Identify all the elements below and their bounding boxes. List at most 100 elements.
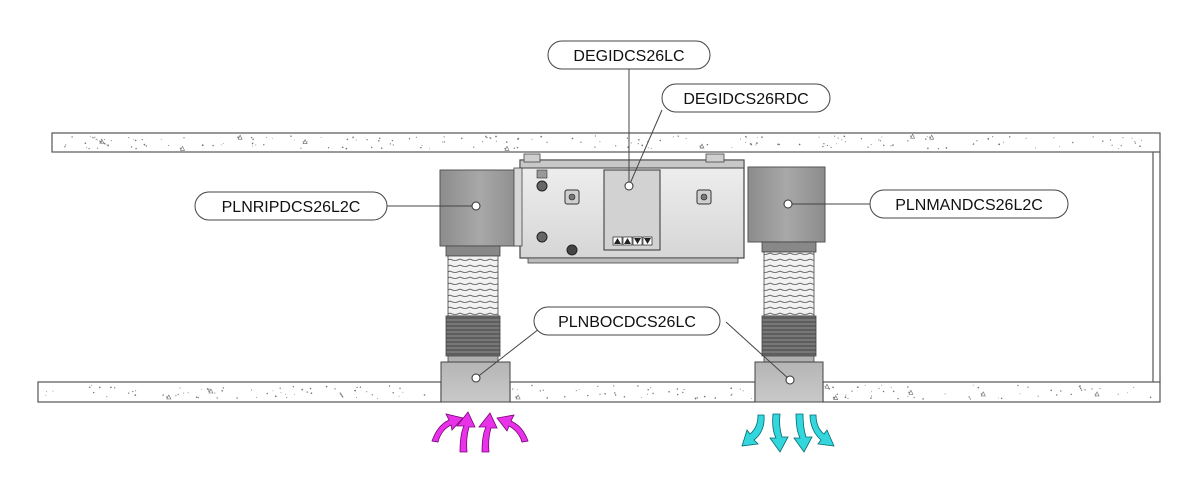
speckle [517, 389, 519, 391]
control-symbols [612, 236, 653, 246]
speckle [870, 144, 872, 146]
speckle [650, 147, 652, 149]
speckle [306, 141, 308, 143]
speckle [160, 139, 162, 141]
speckle [881, 384, 883, 386]
speckle [1000, 397, 1003, 400]
speckle [306, 391, 308, 393]
speckle [91, 384, 93, 386]
speckle [359, 386, 362, 388]
speckle [630, 142, 632, 144]
speckle [505, 141, 508, 143]
speckle [1080, 389, 1083, 391]
speckle [731, 146, 733, 148]
speckle [197, 397, 199, 399]
speckle [1079, 385, 1081, 387]
speckle [345, 147, 348, 150]
speckle [701, 147, 704, 149]
speckle [208, 390, 210, 392]
speckle [1056, 394, 1058, 396]
speckle [890, 145, 892, 147]
speckle [742, 390, 744, 392]
speckle [1117, 148, 1119, 150]
speckle [133, 139, 134, 141]
speckle [294, 139, 296, 141]
speckle [223, 142, 225, 144]
speckle [366, 139, 368, 141]
speckle [272, 390, 274, 392]
speckle [910, 135, 912, 137]
aggregate-mark [908, 389, 914, 395]
speckle [826, 144, 829, 147]
speckle [442, 141, 444, 143]
speckle [402, 391, 404, 393]
speckle [897, 397, 899, 400]
speckle [594, 135, 597, 137]
aggregate-mark [237, 134, 243, 140]
speckle [274, 395, 277, 398]
speckle [251, 142, 254, 145]
speckle [110, 386, 112, 389]
speckle [92, 136, 94, 139]
speckle [320, 136, 322, 138]
speckle [864, 384, 866, 386]
speckle [179, 147, 182, 150]
speckle [201, 144, 204, 147]
speckle [84, 142, 87, 144]
speckle [1017, 384, 1019, 387]
right-flex-duct [761, 241, 817, 365]
speckle [1002, 141, 1004, 143]
speckle [52, 390, 54, 392]
aggregate-mark [302, 139, 308, 144]
speckle [750, 143, 753, 146]
speckle [110, 140, 112, 142]
speckle [641, 144, 644, 147]
speckle [652, 392, 654, 395]
speckle [823, 143, 825, 145]
speckle [285, 393, 287, 395]
speckle [214, 392, 216, 394]
speckle [997, 397, 999, 399]
speckle [237, 136, 239, 139]
speckle [88, 147, 90, 150]
speckle [564, 395, 566, 398]
speckle [377, 398, 379, 400]
speckle [415, 136, 417, 138]
speckle [851, 390, 853, 392]
speckle [751, 397, 753, 399]
speckle [841, 139, 843, 141]
speckle [1133, 386, 1135, 388]
speckle [699, 145, 701, 147]
speckle [647, 147, 649, 149]
speckle [1008, 136, 1011, 138]
callout-degidcs26lc: DEGIDCS26LC [547, 40, 711, 70]
speckle [531, 138, 533, 140]
speckle [94, 136, 96, 138]
speckle [1050, 389, 1053, 392]
speckle [832, 386, 834, 389]
speckle [824, 385, 826, 387]
speckle [99, 386, 101, 389]
speckle [908, 391, 910, 393]
speckle [166, 396, 168, 398]
speckle [515, 396, 517, 398]
speckle [745, 135, 747, 138]
speckle [107, 144, 110, 147]
speckle [695, 398, 697, 400]
callout-label-plnboc: PLNBOCDCS26LC [558, 314, 696, 331]
speckle [64, 146, 66, 148]
speckle [263, 144, 265, 146]
speckle [104, 138, 106, 141]
speckle [134, 139, 137, 142]
arrow-down-icon [793, 413, 813, 453]
right-wall [1152, 152, 1161, 382]
speckle [870, 390, 872, 392]
arrow-up-icon [478, 412, 498, 453]
speckle [408, 138, 411, 140]
speckle [179, 387, 181, 389]
speckle [646, 393, 648, 395]
speckle [672, 136, 674, 138]
aggregate-mark [180, 145, 185, 151]
speckle [280, 391, 282, 393]
upper-slab [51, 132, 1161, 153]
